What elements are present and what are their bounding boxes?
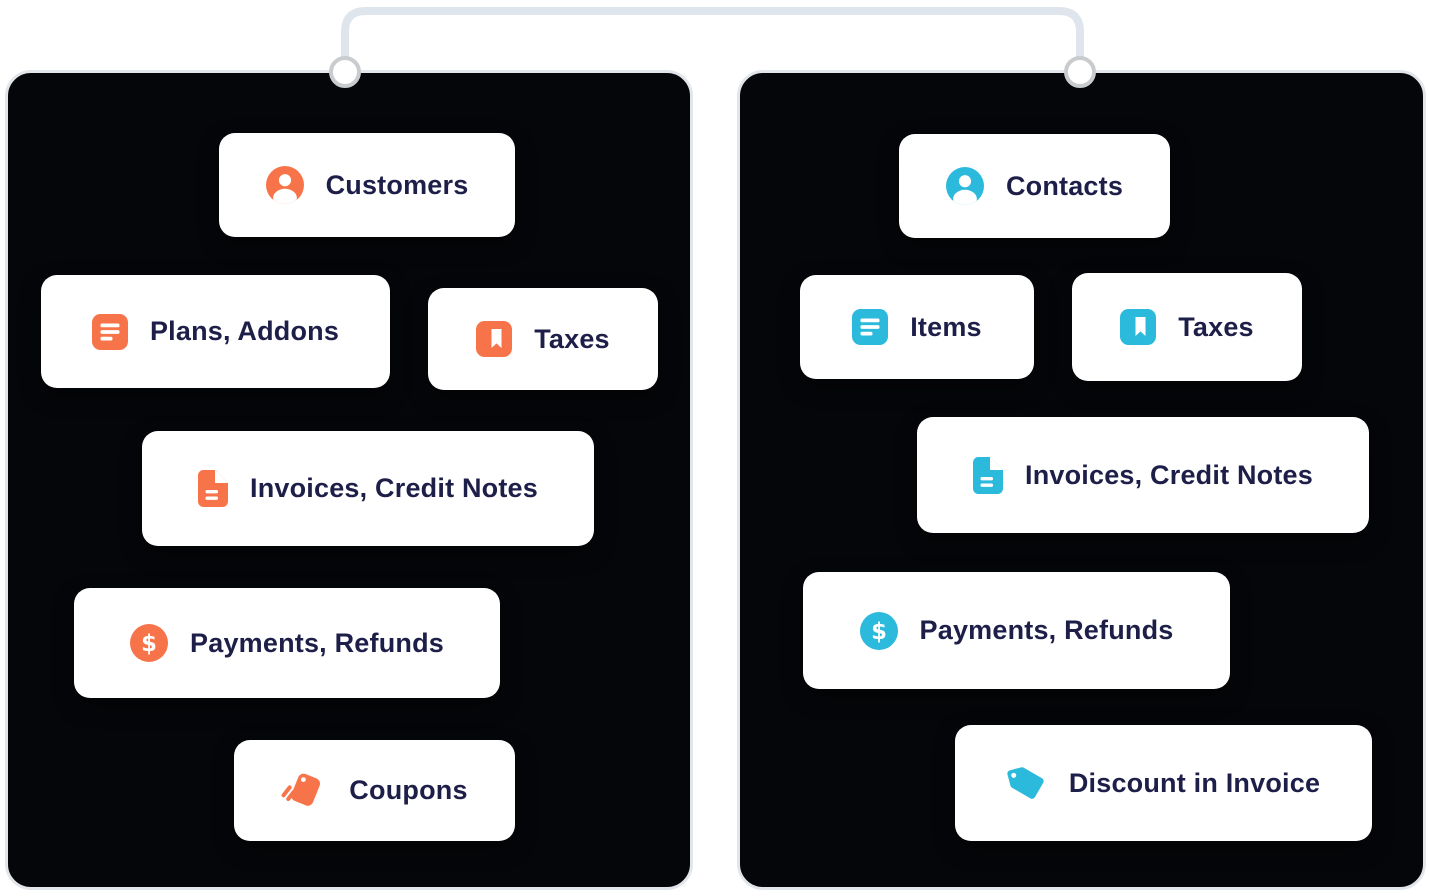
card-label: Customers — [325, 169, 469, 200]
card-label: Plans, Addons — [149, 316, 340, 346]
card-invoices-credit-notes: Invoices, Credit Notes — [142, 431, 594, 546]
card-label: Coupons — [349, 775, 468, 805]
card-coupons: Coupons — [234, 740, 515, 841]
card-label: Contacts — [1005, 170, 1124, 201]
card-label: Items — [910, 311, 982, 342]
tag-icon — [1007, 763, 1047, 803]
card-taxes-left: Taxes — [428, 288, 658, 390]
card-label: Invoices, Credit Notes — [250, 473, 538, 503]
card-customers: Customers — [219, 133, 515, 237]
panel-left: Customers Plans, Addons Taxes — [5, 70, 693, 890]
card-label: Discount in Invoice — [1068, 767, 1321, 798]
coupons-icon — [281, 768, 327, 814]
card-contacts: Contacts — [899, 134, 1170, 238]
list-square-icon — [852, 309, 889, 345]
dollar-circle-icon: $ — [859, 611, 898, 650]
card-invoices-credit-notes: Invoices, Credit Notes — [917, 417, 1369, 533]
card-label: Taxes — [534, 323, 610, 354]
card-payments-refunds: $ Payments, Refunds — [74, 588, 500, 698]
svg-text:$: $ — [141, 631, 157, 657]
list-square-icon — [91, 313, 128, 350]
panel-right: Contacts Items Taxes — [737, 70, 1426, 890]
bookmark-square-icon — [476, 321, 513, 357]
dollar-circle-icon: $ — [130, 624, 169, 662]
document-icon — [198, 470, 228, 507]
card-label: Payments, Refunds — [190, 627, 444, 658]
card-label: Taxes — [1178, 311, 1254, 342]
bookmark-square-icon — [1120, 309, 1157, 345]
user-circle-icon — [945, 167, 984, 205]
card-plans-addons: Plans, Addons — [41, 275, 390, 388]
card-payments-refunds: $ Payments, Refunds — [803, 572, 1230, 689]
document-icon — [973, 456, 1003, 494]
user-circle-icon — [265, 166, 304, 204]
card-taxes-right: Taxes — [1072, 273, 1302, 381]
card-label: Payments, Refunds — [919, 615, 1174, 645]
card-label: Invoices, Credit Notes — [1025, 459, 1313, 490]
card-items: Items — [800, 275, 1034, 379]
card-discount-in-invoice: Discount in Invoice — [955, 725, 1372, 841]
svg-text:$: $ — [871, 619, 887, 645]
connector-line — [341, 7, 1084, 68]
